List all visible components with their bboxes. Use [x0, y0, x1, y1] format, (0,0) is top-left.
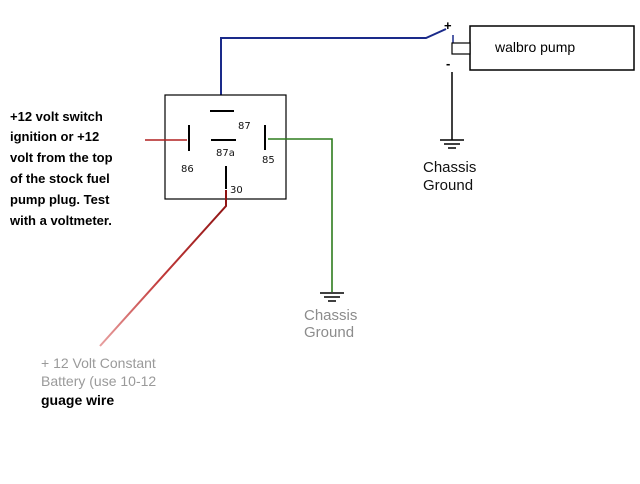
relay-pin-85-label: 85 [262, 155, 275, 166]
switch-note: +12 volt switch ignition or +12 volt fro… [9, 109, 113, 228]
battery-note-line: guage wire [41, 392, 114, 408]
battery-wire [99, 190, 227, 347]
pump-plus-sign: + [444, 18, 452, 33]
pump-connector [451, 42, 471, 55]
pump-ground-label-line1: Chassis [423, 159, 476, 176]
relay-ground-label-line1: Chassis [304, 307, 357, 324]
switch-note-line: volt from the top [10, 150, 113, 165]
pump-ground-icon [440, 139, 464, 149]
switch-note-line: pump plug. Test [10, 192, 110, 207]
relay-ground-wire [268, 138, 333, 292]
switch-note-line: +12 volt switch [10, 109, 103, 124]
switch-note-line: with a voltmeter. [9, 213, 112, 228]
battery-note: + 12 Volt Constant Battery (use 10-12 gu… [41, 355, 156, 408]
relay-pin-86-label: 86 [181, 164, 194, 175]
battery-note-line: + 12 Volt Constant [41, 355, 156, 371]
pump-label: walbro pump [494, 39, 575, 55]
pump-feed-wire [220, 28, 447, 110]
relay-pin-87a-label: 87a [216, 148, 235, 159]
relay-pin-30-label: 30 [230, 185, 243, 196]
relay-pin-87-label: 87 [238, 121, 251, 132]
relay-ground-label-line2: Ground [304, 324, 354, 341]
switch-note-line: ignition or +12 [10, 129, 99, 144]
pump-minus-sign: - [446, 56, 450, 71]
pump-ground-label-line2: Ground [423, 177, 473, 194]
relay-ground-icon [320, 292, 344, 302]
battery-note-line: Battery (use 10-12 [41, 373, 156, 389]
switch-note-line: of the stock fuel [10, 171, 110, 186]
